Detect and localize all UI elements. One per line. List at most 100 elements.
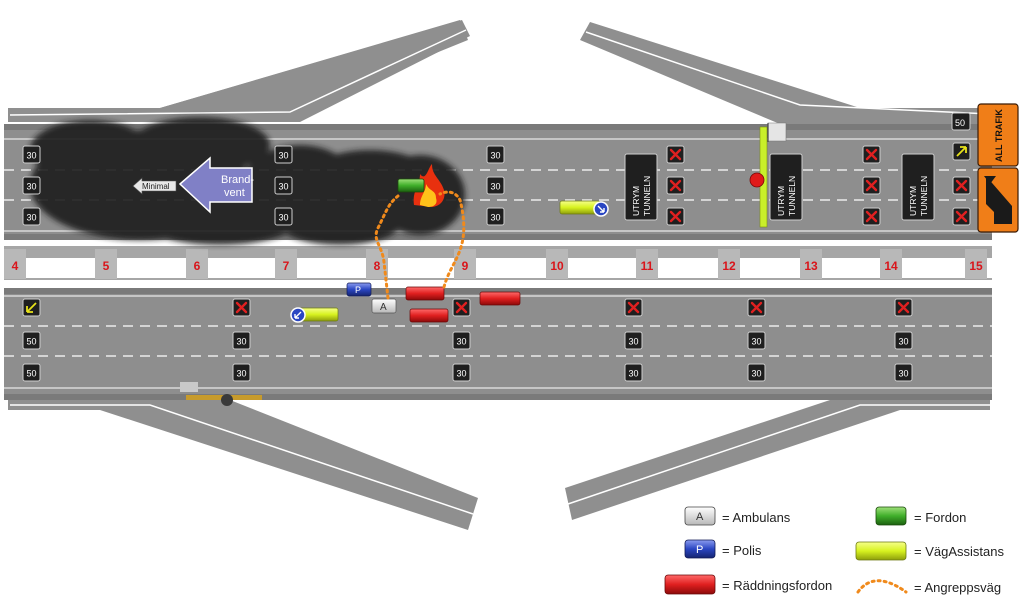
speed-sign-value: 30	[490, 213, 500, 223]
lane-closed-x-icon	[952, 176, 971, 195]
speed-sign-lower: 30	[894, 331, 913, 350]
speed-sign-value: 30	[236, 369, 246, 379]
speed-limit-value: 50	[955, 118, 965, 128]
speed-sign-upper: 30	[486, 207, 505, 226]
lane-closed-x-icon	[862, 207, 881, 226]
section-label: 4	[12, 259, 19, 273]
ambulance-letter: A	[380, 302, 387, 313]
speed-sign-lower: 30	[232, 363, 251, 382]
lane-closed-x-icon	[894, 298, 913, 317]
police-letter: P	[355, 285, 361, 295]
section-marker-12: 12	[718, 249, 740, 279]
section-label: 7	[283, 259, 290, 273]
minimal-direction-arrow: Minimal	[132, 177, 177, 195]
lane-closed-x-icon	[452, 298, 471, 317]
speed-sign-lower: 30	[232, 331, 251, 350]
speed-sign-value: 30	[278, 151, 288, 161]
section-marker-7: 7	[275, 249, 297, 279]
fan-label-line1: Brand-	[221, 174, 254, 186]
section-label: 14	[884, 259, 898, 273]
legend-rescue-label: = Räddningsfordon	[722, 578, 832, 593]
ramp-upper-left	[8, 20, 470, 122]
fire-icon	[413, 164, 445, 207]
speed-sign-value: 30	[456, 369, 466, 379]
brandvent-fan-arrow: Brand- vent	[178, 156, 254, 214]
lane-closed-x-icon	[747, 298, 766, 317]
tunnel-tube-lower	[4, 288, 992, 400]
speed-sign-value: 50	[26, 369, 36, 379]
speed-sign-value: 30	[236, 337, 246, 347]
speed-sign-value: 30	[628, 369, 638, 379]
ramp-lower-right	[565, 400, 990, 520]
lane-closed-arrow-icon	[984, 176, 1012, 224]
lane-closed-x-icon	[666, 176, 685, 195]
section-label: 13	[804, 259, 818, 273]
legend-police-swatch	[684, 539, 716, 559]
speed-sign-value: 30	[898, 369, 908, 379]
minimal-label: Minimal	[142, 182, 170, 191]
ramp-upper-right	[580, 22, 991, 124]
speed-limit-sign-top-right: 50	[951, 112, 971, 131]
section-marker-9: 9	[454, 249, 476, 279]
legend-road-assist-swatch	[855, 541, 907, 561]
speed-sign-lower: 50	[22, 363, 41, 382]
legend-vehicle-label: = Fordon	[914, 510, 966, 525]
section-label: 11	[641, 259, 654, 273]
vms-text: ALL TRAFIK	[994, 109, 1004, 162]
road-assist-vehicle-lower	[290, 307, 339, 323]
lane-closed-x-icon	[666, 145, 685, 164]
tunnel-sign-text: UTRYM	[908, 186, 918, 216]
tunnel-sign-text: TUNNELN	[919, 176, 929, 216]
legend-ambulance-swatch	[684, 506, 716, 526]
section-marker-14: 14	[880, 249, 902, 279]
attack-route	[374, 190, 466, 300]
ramp-lower-left	[8, 400, 478, 530]
speed-sign-value: 30	[26, 182, 36, 192]
speed-sign-upper: 30	[22, 176, 41, 195]
lane-closed-x-icon	[666, 207, 685, 226]
fan-label-line2: vent	[224, 187, 245, 199]
section-label: 12	[722, 259, 736, 273]
speed-sign-lower: 30	[624, 363, 643, 382]
section-marker-11: 11	[636, 249, 658, 279]
speed-signs-lower: 50 50 30 30 30 30 30 30 30 30 30 30	[22, 331, 913, 382]
ambulance: A	[371, 298, 397, 314]
lane-arrow-sign-upper	[952, 142, 971, 161]
speed-sign-lower: 30	[747, 363, 766, 382]
section-label: 15	[969, 259, 983, 273]
rescue-vehicle-2	[409, 308, 449, 323]
section-marker-4: 4	[4, 249, 26, 279]
legend: A = Ambulans P = Polis = Räddningsfordon…	[664, 506, 1004, 595]
section-label: 9	[462, 259, 469, 273]
speed-sign-value: 30	[898, 337, 908, 347]
legend-vehicle-swatch	[875, 506, 907, 526]
speed-sign-value: 50	[26, 337, 36, 347]
section-label: 8	[374, 259, 381, 273]
rescue-vehicle-1	[405, 286, 445, 301]
speed-sign-value: 30	[278, 182, 288, 192]
legend-ambulance-label: = Ambulans	[722, 510, 791, 525]
speed-sign-upper: 30	[274, 145, 293, 164]
speed-sign-value: 30	[751, 369, 761, 379]
speed-sign-value: 30	[751, 337, 761, 347]
section-marker-10: 10	[546, 249, 568, 279]
section-label: 10	[550, 259, 564, 273]
section-marker-13: 13	[800, 249, 822, 279]
section-marker-6: 6	[186, 249, 208, 279]
speed-sign-value: 30	[278, 213, 288, 223]
speed-sign-value: 30	[26, 213, 36, 223]
lane-closed-x-icon	[952, 207, 971, 226]
lane-closed-x-icon	[862, 176, 881, 195]
legend-police-letter: P	[696, 544, 703, 556]
rescue-vehicle-3	[479, 291, 521, 306]
tunnel-sign-text: TUNNELN	[642, 176, 652, 216]
speed-sign-lower: 30	[624, 331, 643, 350]
speed-sign-value: 30	[456, 337, 466, 347]
section-label: 5	[103, 259, 110, 273]
speed-sign-upper: 30	[22, 207, 41, 226]
lane-closed-x-icon	[862, 145, 881, 164]
